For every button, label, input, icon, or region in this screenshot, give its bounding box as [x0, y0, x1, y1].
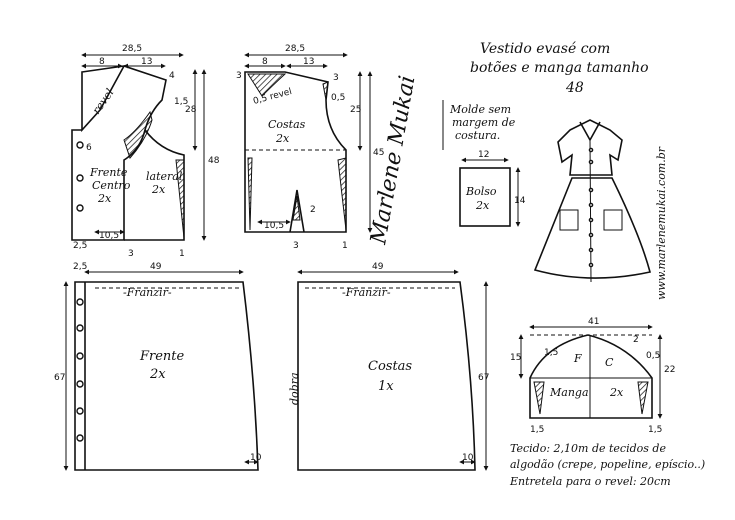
- front-shoulder: 4: [169, 71, 175, 81]
- back-width-label: 28,5: [285, 44, 305, 54]
- pocket-label-2: 2x: [475, 199, 490, 212]
- front-revel-label: revel: [90, 86, 117, 117]
- front-skirt-height: 67: [54, 373, 65, 383]
- front-lateral-label-1: lateral: [146, 170, 183, 183]
- front-width-label: 28,5: [122, 44, 142, 54]
- back-skirt-height: 67: [478, 373, 489, 383]
- dress-buttons: [588, 147, 594, 268]
- sleeve-width: 41: [588, 317, 599, 327]
- note-line-1: Molde sem: [449, 103, 511, 116]
- front-lateral-label-2: 2x: [151, 183, 166, 196]
- fabric-line-2: algodão (crepe, popeline, epíscio..): [510, 458, 705, 471]
- back-skirt-width: 49: [372, 262, 384, 272]
- sleeve-cap-rr: 0,5: [646, 351, 660, 361]
- sleeve-c: C: [605, 356, 614, 369]
- front-top-b: 13: [141, 57, 152, 67]
- sleeve-low-l: 1,5: [530, 425, 544, 435]
- back-bodice-pattern: 28,5 8 13 3 3 2 0,5 revel 0,5 Costas 2x …: [236, 44, 384, 251]
- back-bottom-c: 1: [342, 241, 348, 251]
- front-skirt-label-1: Frente: [139, 349, 185, 364]
- back-shoulder-b: 3: [333, 73, 339, 83]
- front-skirt-width: 49: [150, 262, 162, 272]
- back-label-2: 2x: [275, 132, 290, 145]
- front-edge: 2,5: [73, 241, 87, 251]
- back-mid: 0,5: [331, 93, 345, 103]
- front-center-label-2: Centro: [92, 179, 131, 192]
- back-skirt-bottom: 10: [462, 453, 474, 463]
- note-line-3: costura.: [455, 129, 500, 142]
- front-bottom-b: 3: [128, 249, 134, 259]
- back-skirt-pattern: 49 -Franzir- dobra 67 Costas 1x 10: [288, 262, 489, 471]
- front-bottom-c: 1: [179, 249, 185, 259]
- sleeve-label: Manga: [549, 386, 589, 399]
- front-skirt-buttons: [76, 298, 84, 442]
- pocket-width: 12: [478, 150, 489, 160]
- back-skirt-label-2: 1x: [378, 379, 394, 394]
- back-skirt-label-1: Costas: [368, 359, 412, 374]
- title-line-1: Vestido evasé com: [480, 41, 610, 57]
- sleeve-low-r: 1,5: [648, 425, 662, 435]
- front-neck-drop: 1,5: [174, 97, 188, 107]
- back-bottom-b: 3: [293, 241, 299, 251]
- note-line-2: margem de: [452, 116, 516, 129]
- front-skirt-edge: 2,5: [73, 262, 87, 272]
- front-center-label-3: 2x: [97, 192, 112, 205]
- pocket-pattern: 12 14 Bolso 2x: [459, 150, 526, 227]
- front-left-mark: 6: [86, 143, 92, 153]
- title-block: Vestido evasé com botões e manga tamanho…: [470, 41, 649, 96]
- front-bottom-a: 10,5: [99, 231, 119, 241]
- sleeve-count: 2x: [609, 386, 624, 399]
- front-top-a: 8: [99, 57, 105, 67]
- front-skirt-gather: -Franzir-: [123, 286, 172, 299]
- front-skirt-pattern: 49 2,5 -Franzir- 67 Frente 2x 10: [54, 262, 262, 471]
- front-height-b: 48: [208, 156, 220, 166]
- title-line-3: 48: [565, 80, 584, 96]
- front-center-label-1: Frente: [89, 166, 128, 179]
- back-label-1: Costas: [268, 118, 306, 131]
- dress-illustration: [533, 119, 651, 283]
- back-height-a: 25: [350, 105, 361, 115]
- title-line-2: botões e manga tamanho: [470, 60, 649, 76]
- sleeve-right-h: 22: [664, 365, 675, 375]
- back-skirt-fold: dobra: [288, 372, 301, 405]
- back-shoulder-a: 3: [236, 71, 242, 81]
- sleeve-pattern: 41 15 22 1,5 2 0,5 F C Manga 2x 1,5 1,5: [510, 317, 675, 435]
- signature-text: Marlene Mukai: [366, 74, 420, 247]
- button-mark: [76, 204, 84, 212]
- back-top-b: 13: [303, 57, 314, 67]
- pocket-height: 14: [514, 196, 526, 206]
- sleeve-left-h: 15: [510, 353, 521, 363]
- signature: Marlene Mukai: [366, 74, 420, 247]
- note-block: Molde sem margem de costura.: [442, 100, 516, 150]
- back-bottom-a: 10,5: [264, 221, 284, 231]
- back-top-a: 8: [262, 57, 268, 67]
- button-mark: [76, 174, 84, 182]
- sleeve-cap-l: 1,5: [544, 348, 558, 358]
- front-skirt-bottom: 10: [250, 453, 262, 463]
- back-height-b: 45: [373, 148, 384, 158]
- pocket-shape: [459, 167, 511, 227]
- front-height-a: 28: [185, 105, 197, 115]
- fabric-line-3: Entretela para o revel: 20cm: [509, 475, 671, 488]
- sleeve-f: F: [573, 352, 582, 365]
- website-text: www.marlenemukai.com.br: [655, 146, 668, 300]
- back-skirt-gather: -Franzir-: [342, 286, 391, 299]
- sleeve-cap-r: 2: [633, 335, 639, 345]
- fabric-line-1: Tecido: 2,10m de tecidos de: [510, 442, 666, 455]
- fabric-note: Tecido: 2,10m de tecidos de algodão (cre…: [509, 442, 705, 488]
- front-skirt-label-2: 2x: [149, 367, 166, 382]
- button-mark: [76, 141, 84, 149]
- front-bodice-pattern: 28,5 8 13 4 1,5 revel 28 48 Frente Centr…: [71, 44, 220, 259]
- back-dart: 2: [310, 205, 316, 215]
- pocket-label-1: Bolso: [465, 185, 497, 198]
